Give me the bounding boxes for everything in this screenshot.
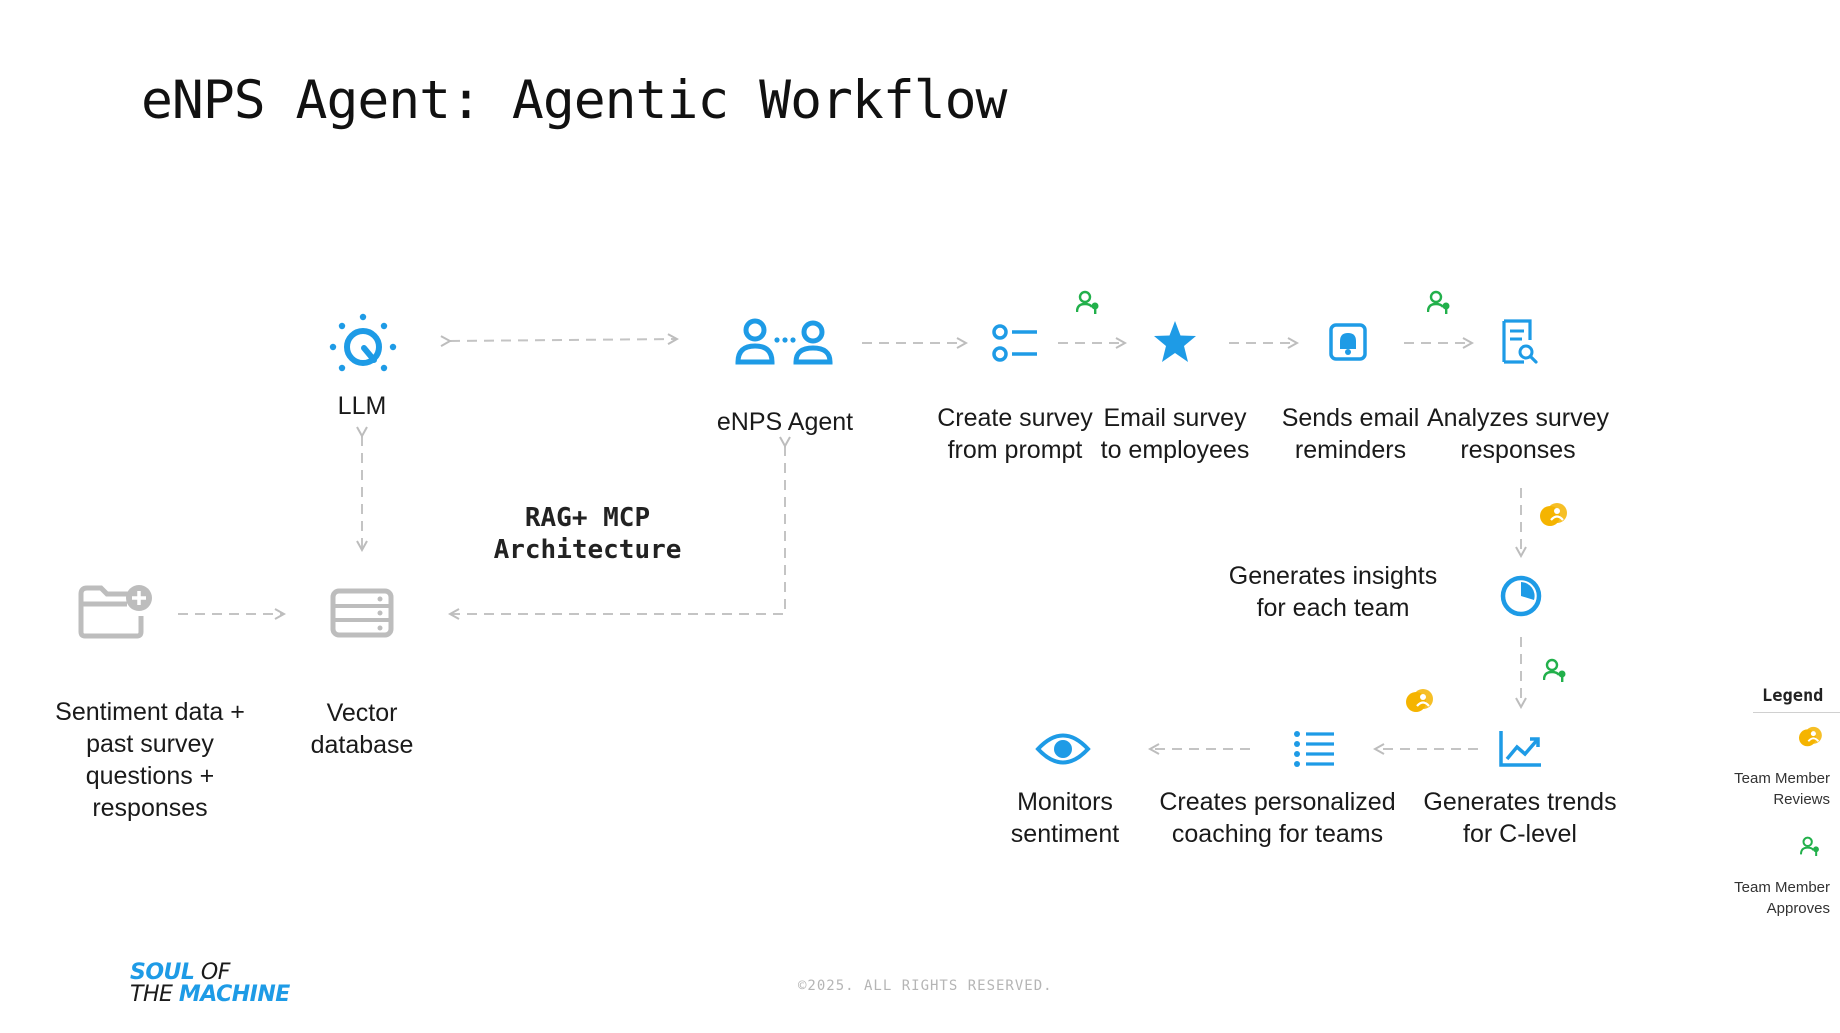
document-search-icon	[1502, 319, 1538, 364]
team-approve-icon	[1076, 290, 1099, 314]
agents-icon	[735, 318, 833, 365]
coaching-label: Creates personalized coaching for teams	[1159, 788, 1396, 848]
team-review-icon	[1406, 689, 1433, 712]
legend-item-reviews: Team Member Reviews	[1734, 770, 1830, 808]
legend-item-approves: Team Member Approves	[1734, 879, 1830, 917]
arrow-llm-agent	[450, 339, 677, 341]
sentiment-label: Sentiment data + past survey questions +…	[55, 698, 245, 822]
folder-add-icon	[78, 585, 152, 639]
team-approve-icon	[1800, 836, 1819, 856]
trends-label: Generates trends for C-level	[1423, 788, 1617, 848]
legend-title: Legend	[1762, 686, 1824, 706]
arrow-agent-vector	[450, 446, 785, 614]
team-approve-icon	[1543, 658, 1566, 682]
vector-label: Vector database	[310, 699, 414, 759]
monitor-label: Monitors sentiment	[1010, 788, 1120, 848]
logo-text: THE	[130, 982, 179, 1007]
legend-divider	[1753, 712, 1840, 713]
team-approve-icon	[1427, 290, 1450, 314]
team-review-icon	[1540, 503, 1567, 526]
trend-chart-icon	[1499, 731, 1541, 767]
llm-brain-icon	[329, 313, 397, 372]
list-icon	[992, 324, 1037, 362]
logo-text: MACHINE	[178, 982, 290, 1007]
bell-icon	[1329, 323, 1367, 361]
copyright-footer: ©2025. ALL RIGHTS RESERVED.	[798, 978, 1053, 994]
analyze-label: Analyzes survey responses	[1426, 404, 1610, 464]
agent-label: eNPS Agent	[716, 408, 854, 436]
logo-text: OF	[194, 960, 230, 985]
create-label: Create survey from prompt	[937, 404, 1093, 464]
page-title: eNPS Agent: Agentic Workflow	[141, 70, 1007, 131]
database-icon	[330, 588, 394, 638]
pie-chart-icon	[1500, 575, 1542, 617]
email-label: Email survey to employees	[1100, 404, 1250, 464]
llm-label: LLM	[337, 392, 387, 420]
architecture-label: RAG+ MCP Architecture	[493, 503, 682, 565]
team-review-icon	[1799, 726, 1822, 747]
logo-text: SOUL	[130, 960, 195, 985]
eye-icon	[1035, 733, 1091, 765]
company-logo: SOUL OF THE MACHINE	[130, 962, 290, 1006]
star-icon	[1154, 321, 1196, 362]
insights-label: Generates insights for each team	[1228, 562, 1438, 622]
checklist-icon	[1294, 731, 1334, 767]
reminders-label: Sends email reminders	[1281, 404, 1420, 464]
